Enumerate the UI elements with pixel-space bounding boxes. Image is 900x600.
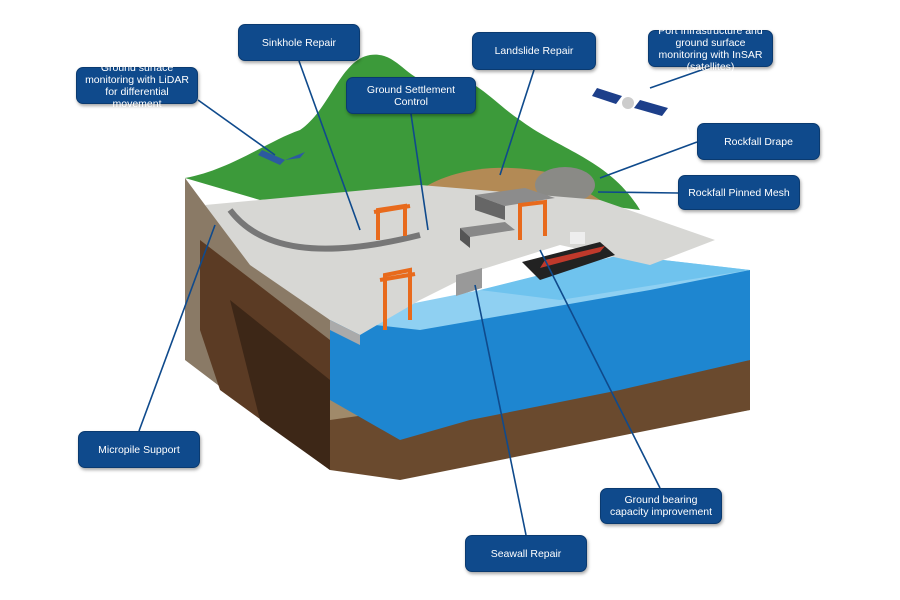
drone-icon (258, 150, 305, 165)
label-lidar-monitoring: Ground surface monitoring with LiDAR for… (76, 62, 198, 110)
crane (373, 199, 547, 330)
label-rockfall-drape: Rockfall Drape (697, 123, 820, 160)
leader-lines (138, 60, 711, 536)
label-insar-monitoring: Port Infrastructure and ground surface m… (648, 25, 773, 73)
label-rockfall-pinned-mesh: Rockfall Pinned Mesh (678, 175, 800, 210)
label-ground-settlement-control: Ground Settlement Control (346, 77, 476, 114)
satellite-icon (592, 88, 668, 116)
port-deck (205, 185, 715, 335)
label-seawall-repair: Seawall Repair (465, 535, 587, 572)
label-sinkhole-repair: Sinkhole Repair (238, 24, 360, 61)
label-landslide-repair: Landslide Repair (472, 32, 596, 70)
label-ground-bearing-capacity: Ground bearing capacity improvement (600, 488, 722, 524)
label-micropile-support: Micropile Support (78, 431, 200, 468)
